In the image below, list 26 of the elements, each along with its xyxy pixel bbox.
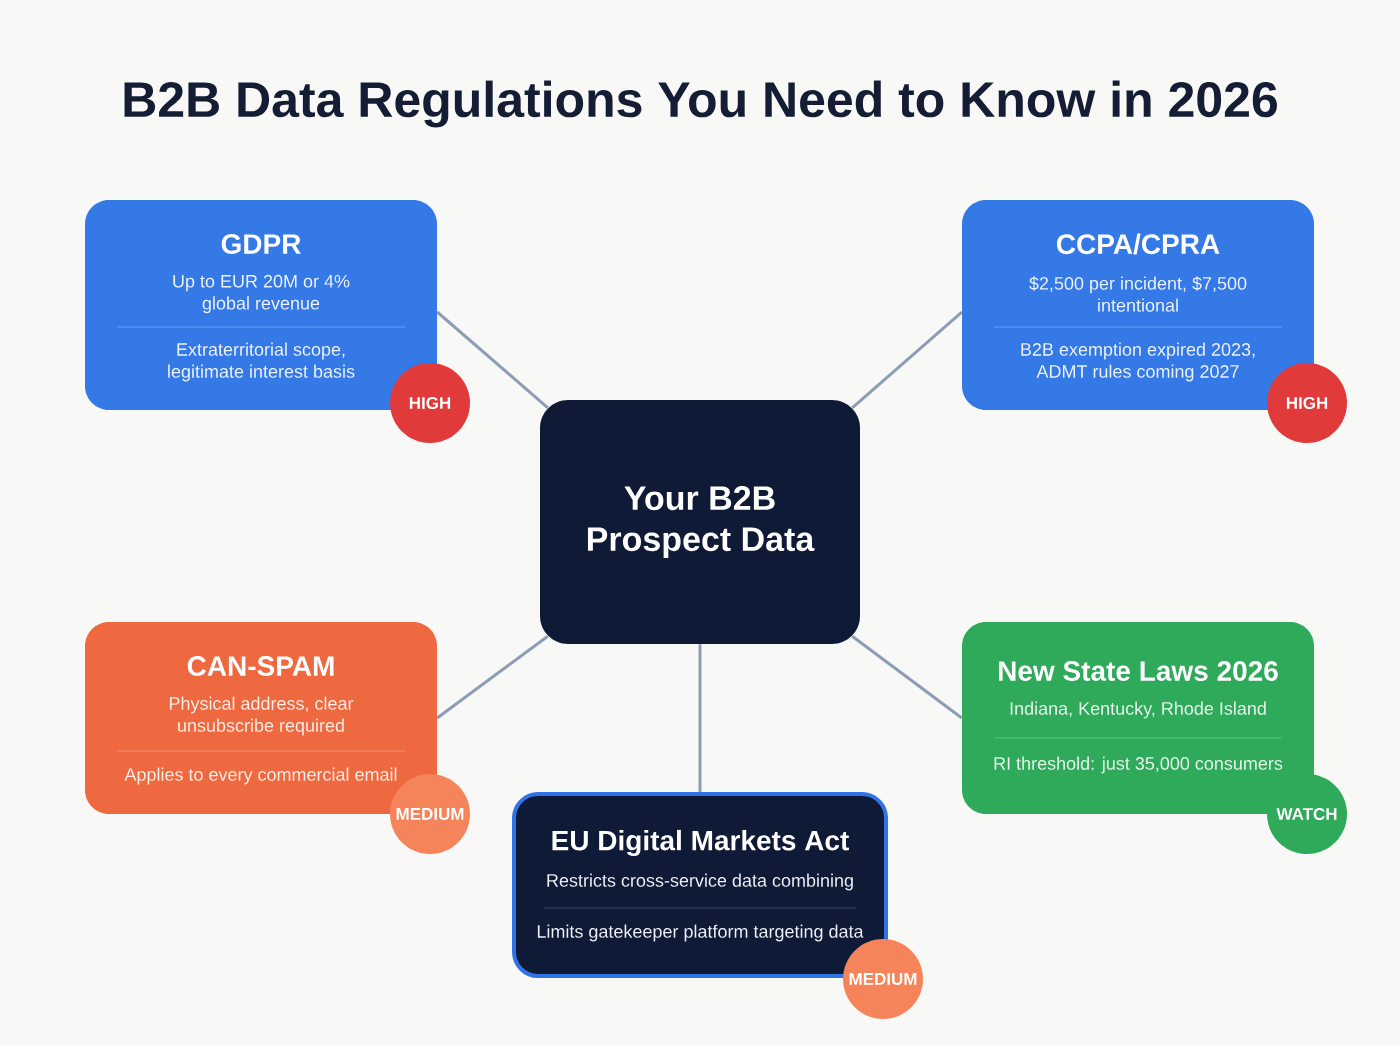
node-label: WATCH bbox=[1276, 807, 1337, 821]
card-title: CAN-SPAM bbox=[187, 656, 334, 676]
card-text: Limits gatekeeper platform targeting data bbox=[537, 924, 864, 942]
card-text: Extraterritorial scope, legitimate interest basis bbox=[168, 342, 355, 382]
level-badge: WATCH bbox=[1267, 774, 1347, 854]
card-text: Restricts cross-service data combining bbox=[547, 873, 853, 891]
card-text: RI threshold: just 35,000 consumers bbox=[994, 756, 1283, 774]
level-badge: HIGH bbox=[390, 363, 470, 443]
connector-line bbox=[436, 635, 549, 720]
connector-line bbox=[851, 310, 963, 409]
card-text: Indiana, Kentucky, Rhode Island bbox=[1010, 701, 1266, 719]
card-text: B2B exemption expired 2023, ADMT rules coming 2027 bbox=[1021, 342, 1255, 382]
card-title: New State Laws 2026 bbox=[999, 661, 1278, 681]
card-text: Up to EUR 20M or 4% global revenue bbox=[173, 274, 350, 314]
card-title: EU Digital Markets Act bbox=[552, 829, 849, 857]
hub-box: Your B2B Prospect Data bbox=[540, 400, 860, 644]
card-text: $2,500 per incident, $7,500 intentional bbox=[1029, 276, 1247, 312]
card-title: CCPA/CPRA bbox=[1056, 233, 1220, 255]
card-text: Physical address, clear unsubscribe required bbox=[169, 696, 354, 736]
level-badge: HIGH bbox=[1267, 363, 1347, 443]
card-title: GDPR bbox=[221, 234, 301, 254]
connector-line bbox=[436, 310, 549, 409]
connector-line bbox=[698, 644, 702, 792]
level-badge: MEDIUM bbox=[843, 939, 923, 1019]
connector-line bbox=[851, 635, 963, 720]
title: B2B Data Regulations You Need to Know in 2026 bbox=[124, 80, 1277, 128]
